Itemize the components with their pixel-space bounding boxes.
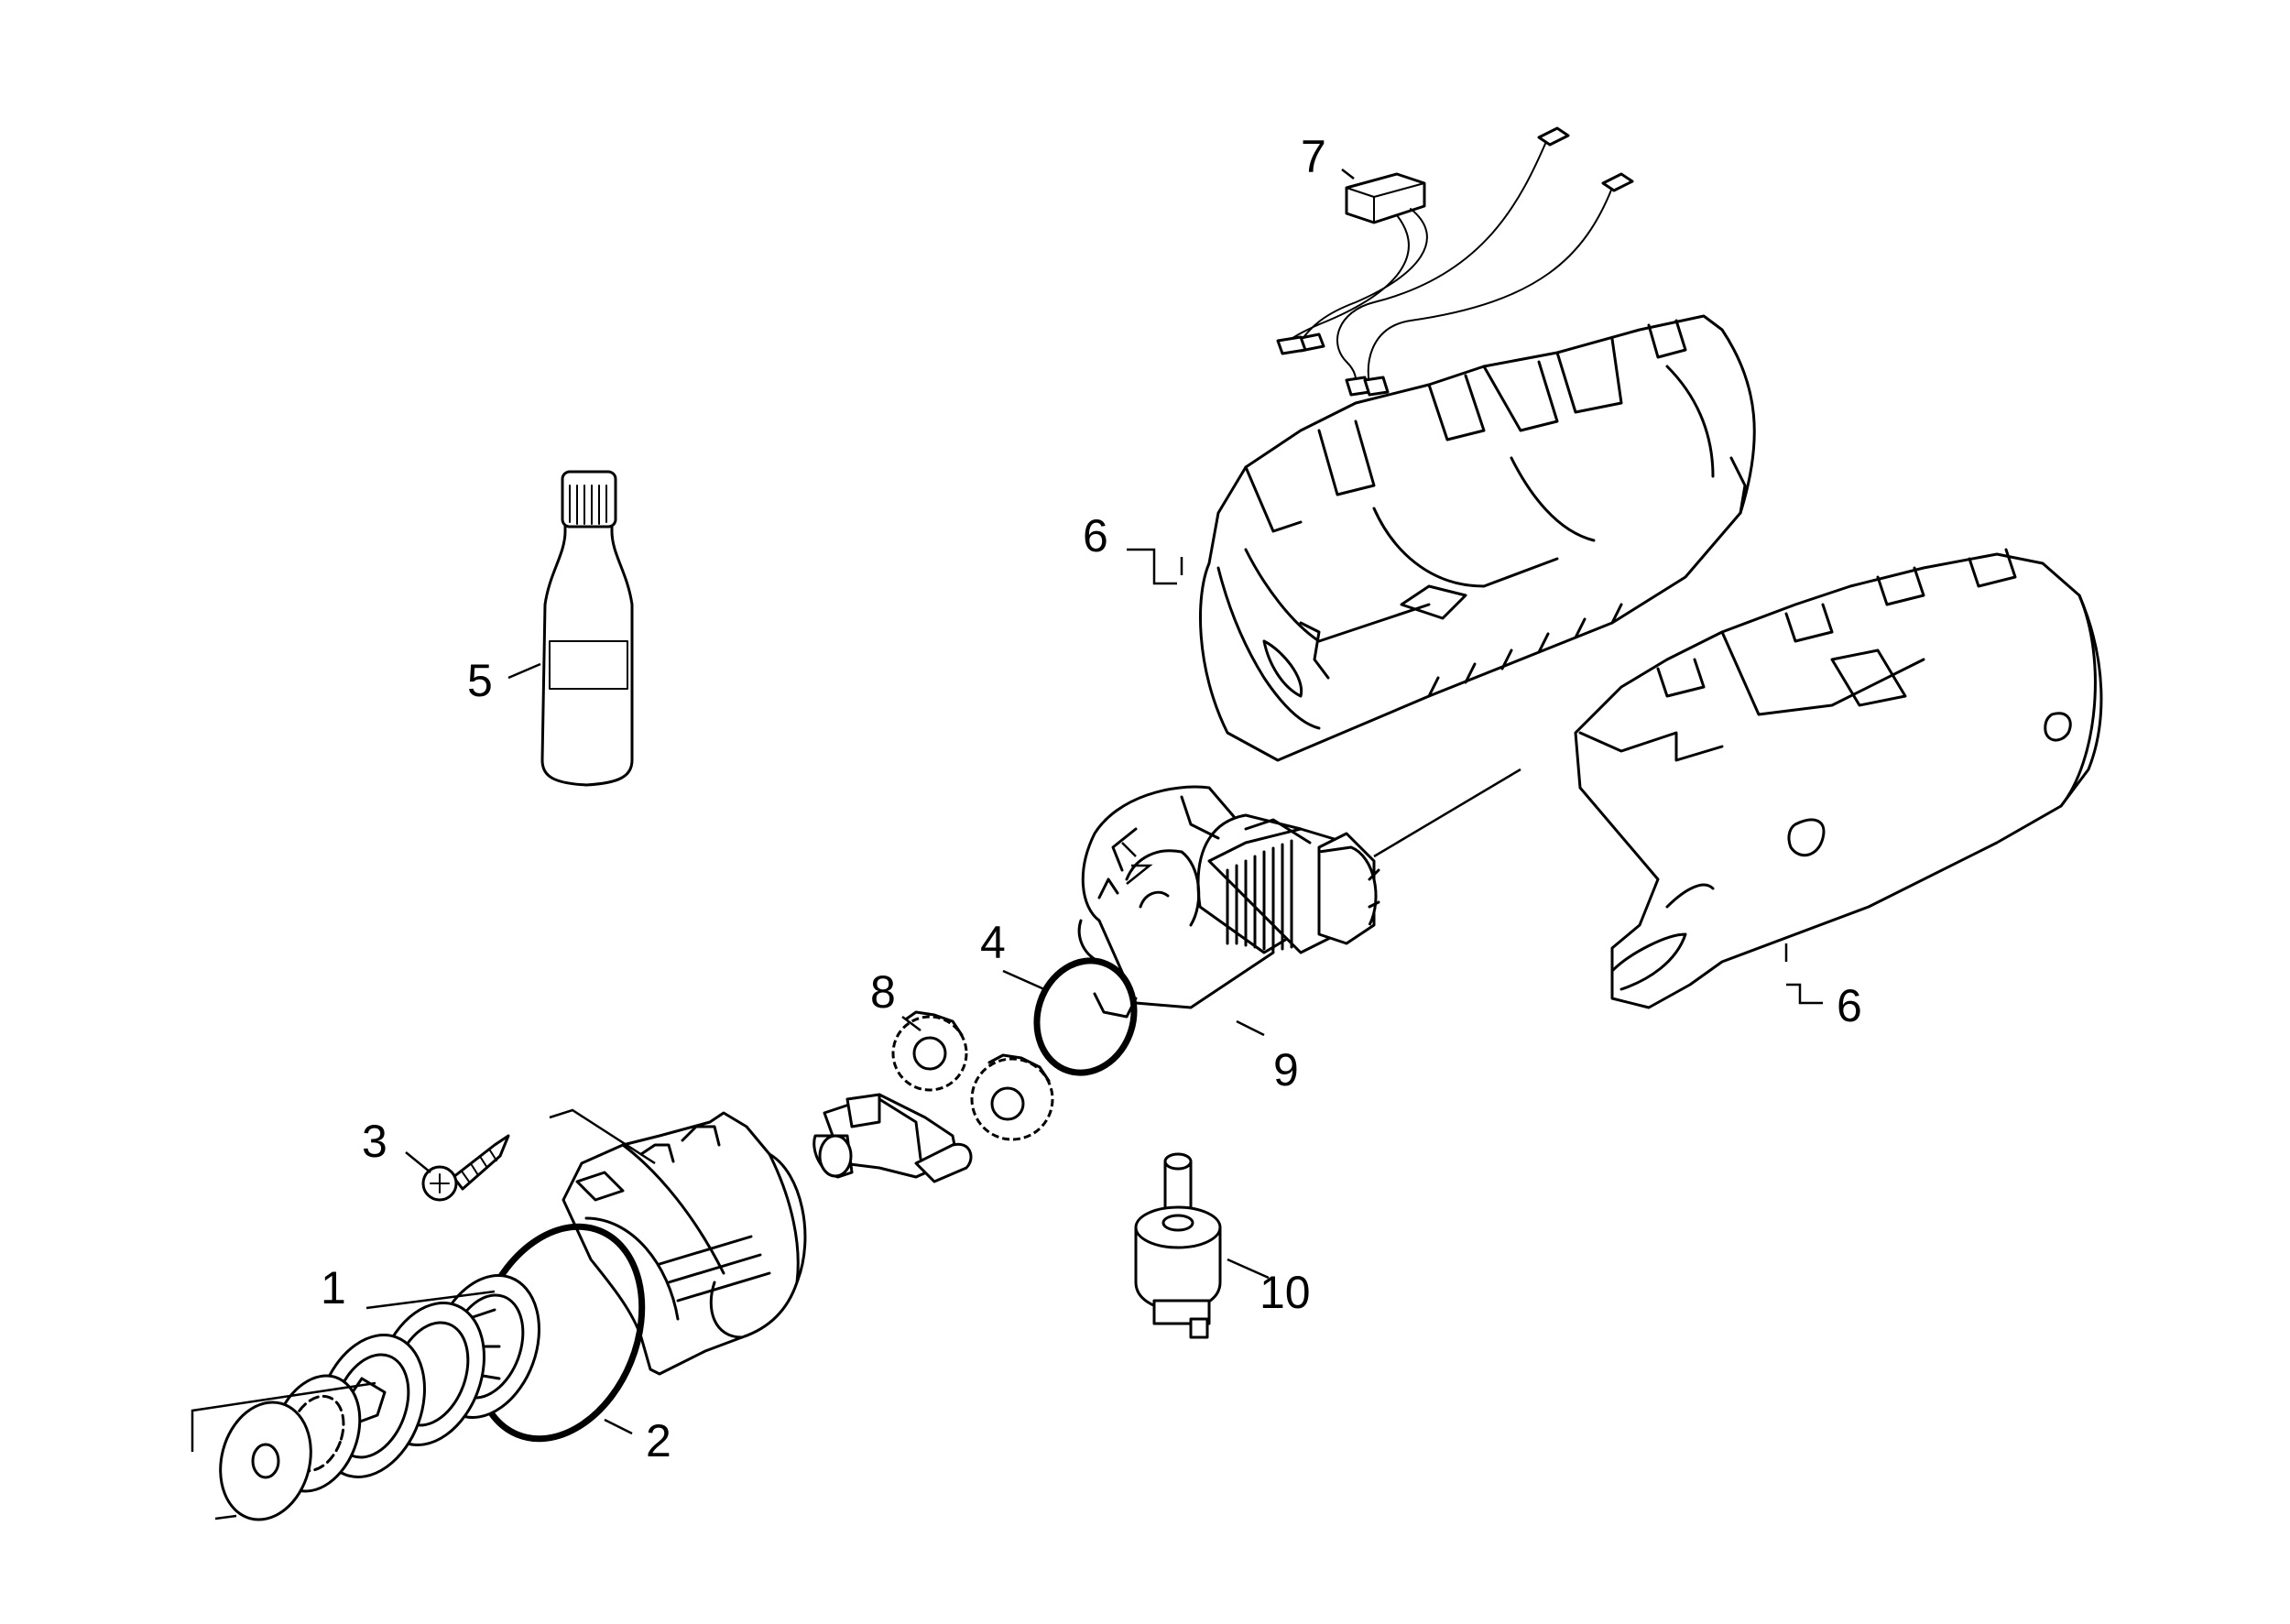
callout-2: 2 [646, 1415, 671, 1466]
callout-6-lower: 6 [1837, 980, 1862, 1031]
part-3-screw [421, 1134, 510, 1202]
callout-5: 5 [467, 655, 493, 706]
callout-8: 8 [870, 966, 896, 1018]
callout-9: 9 [1273, 1044, 1299, 1095]
part-6-housing-lower [1574, 548, 2103, 1009]
part-10-isolator [1134, 1152, 1222, 1339]
part-5-oil-bottle [540, 470, 634, 787]
callout-3: 3 [362, 1116, 387, 1167]
part-7-capacitor-wires [1276, 126, 1634, 397]
shaft-coupling [812, 1093, 973, 1183]
callout-7: 7 [1301, 131, 1326, 182]
callout-6-upper: 6 [1083, 510, 1108, 561]
part-6-housing-upper [1198, 314, 1756, 762]
part-8-gears [891, 1010, 1054, 1141]
callout-1: 1 [321, 1262, 346, 1313]
part-9-motor [1077, 785, 1380, 1019]
callout-4: 4 [980, 917, 1006, 968]
leader-lines [191, 169, 1823, 1520]
gearbox-housing [562, 1111, 807, 1376]
callout-10: 10 [1260, 1267, 1311, 1318]
part-1-bearing-assembly [219, 1274, 540, 1521]
part-4-o-ring [1033, 957, 1138, 1076]
callout-labels: 1 2 3 4 5 6 6 7 8 9 10 [321, 131, 1862, 1466]
